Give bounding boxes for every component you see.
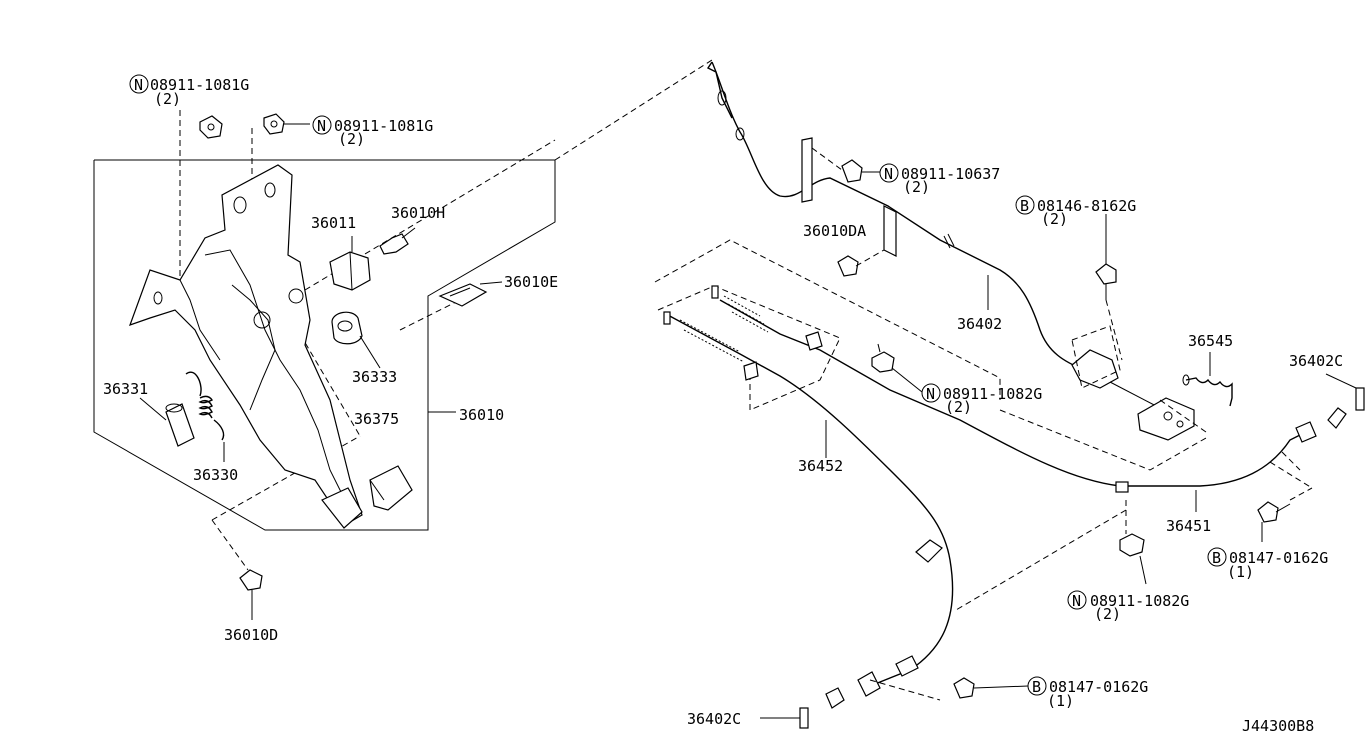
part-number-label: 36010D — [224, 626, 278, 644]
label-08146-8162G: B 08146-8162G (2) — [1015, 195, 1136, 228]
quantity-label: (1) — [1227, 563, 1254, 581]
part-number-label: 08147-0162G — [1229, 549, 1328, 567]
bolt-callout-letter: B — [1032, 678, 1041, 696]
part-number-label: 36545 — [1188, 332, 1233, 350]
nut-08911-1082G-a — [871, 343, 923, 393]
pedal-foot — [321, 487, 363, 529]
part-36011-bracket — [329, 236, 371, 291]
part-36010DA-bracket — [837, 205, 897, 277]
part-number-label: 36402 — [957, 315, 1002, 333]
part-number-label: 36011 — [311, 214, 356, 232]
part-36331-stopper — [139, 397, 195, 447]
pedal-assembly-group — [93, 59, 713, 620]
part-number-label: 08911-10637 — [901, 165, 1000, 183]
quantity-label: (2) — [338, 130, 365, 148]
part-36330-spring — [185, 371, 225, 462]
drawing-id: J44300B8 — [1242, 717, 1314, 735]
part-36402C-right — [1269, 373, 1365, 489]
nut-callout-letter: N — [317, 117, 326, 135]
part-36010E-clip — [438, 281, 503, 307]
part-number-label: 36010DA — [803, 222, 866, 240]
pedal-bracket — [129, 164, 363, 526]
part-number-label: 36331 — [103, 380, 148, 398]
front-cable-group — [706, 61, 1233, 441]
nut-callout-letter: N — [134, 76, 143, 94]
part-36333-bushing — [331, 311, 381, 369]
bolt-callout-letter: B — [1020, 197, 1029, 215]
equalizer-assembly — [1071, 325, 1207, 441]
part-number-label: 08911-1081G — [150, 76, 249, 94]
quantity-label: (2) — [154, 90, 181, 108]
part-number-label: 36010 — [459, 406, 504, 424]
part-number-label: 36452 — [798, 457, 843, 475]
bolt-callout-letter: B — [1212, 549, 1221, 567]
label-08147-0162G-a: B 08147-0162G (1) — [1207, 547, 1328, 581]
cable-36451 — [719, 299, 1311, 487]
part-36545-spring — [1182, 352, 1233, 407]
nut-callout-letter: N — [884, 165, 893, 183]
nut-callout-letter: N — [1072, 592, 1081, 610]
part-number-label: 08911-1082G — [943, 385, 1042, 403]
part-number-label: 08147-0162G — [1049, 678, 1148, 696]
cable-36402 — [711, 61, 1111, 377]
cable-36452 — [665, 313, 954, 687]
part-number-label: 36010H — [391, 204, 445, 222]
part-number-label: 08146-8162G — [1037, 197, 1136, 215]
nut-callout-letter: N — [926, 385, 935, 403]
quantity-label: (2) — [1041, 210, 1068, 228]
label-08911-1082G-b: N 08911-1082G (2) — [1067, 590, 1189, 623]
bolt-08146-8162G — [1095, 214, 1123, 361]
label-08911-1081G-b: N 08911-1081G (2) — [312, 115, 433, 148]
label-08911-10637: N 08911-10637 (2) — [879, 163, 1000, 196]
part-number-label: 36330 — [193, 466, 238, 484]
label-08911-1081G-a: N 08911-1081G (2) — [129, 74, 249, 108]
quantity-label: (1) — [1047, 692, 1074, 710]
part-36010H-bolt — [379, 227, 416, 255]
part-number-label: 36010E — [504, 273, 558, 291]
part-number-label: 36402C — [687, 710, 741, 728]
part-36402C-lower — [760, 671, 941, 729]
part-number-label: 36451 — [1166, 517, 1211, 535]
part-number-label: 36333 — [352, 368, 397, 386]
cable-bracket-upper — [801, 137, 880, 203]
part-number-label: 08911-1082G — [1090, 592, 1189, 610]
quantity-label: (2) — [1094, 605, 1121, 623]
quantity-label: (2) — [903, 178, 930, 196]
part-36375-pad — [369, 465, 413, 511]
nut-08911-1081G-b — [263, 113, 310, 135]
bolt-08147-0162G-b — [953, 677, 1029, 699]
quantity-label: (2) — [945, 398, 972, 416]
part-number-label: 08911-1081G — [334, 117, 433, 135]
part-36010D-clip — [239, 569, 263, 620]
assembly-frame-outline — [93, 159, 556, 531]
callout-labels: N 08911-1081G (2) N 08911-1081G (2) 3601… — [103, 74, 1343, 735]
rear-cables-group — [654, 239, 1365, 729]
part-number-label: 36375 — [354, 410, 399, 428]
label-08911-1082G-a: N 08911-1082G (2) — [921, 383, 1042, 416]
nut-08911-1081G-a — [199, 115, 223, 139]
nut-08911-1082G-b — [1119, 500, 1147, 585]
part-number-label: 36402C — [1289, 352, 1343, 370]
label-08147-0162G-b: B 08147-0162G (1) — [1027, 676, 1148, 710]
bolt-08147-0162G-a — [1257, 487, 1313, 542]
